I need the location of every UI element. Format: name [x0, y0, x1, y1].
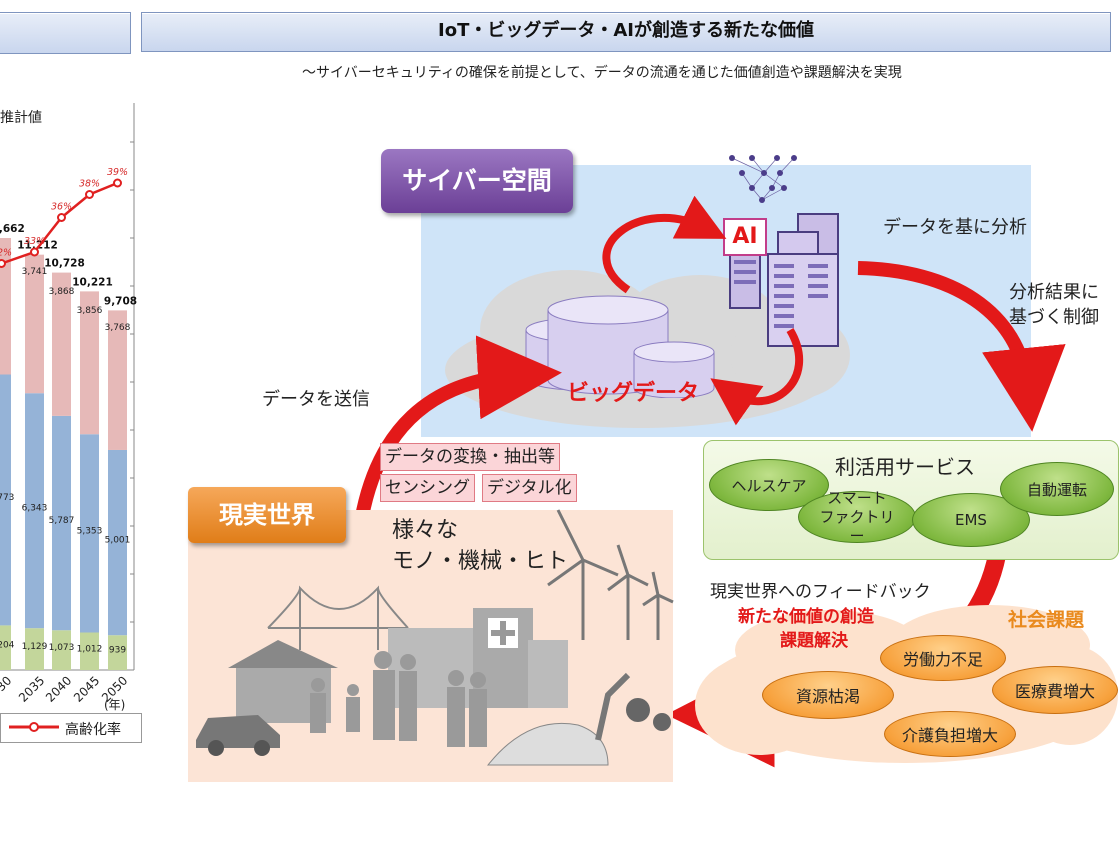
service-autonomous-driving: 自動運転: [1000, 462, 1114, 516]
bar-value-label: 5,353: [77, 526, 103, 536]
aging-rate-label: 33%: [24, 236, 45, 247]
bar-value-label: 3,741: [22, 267, 48, 277]
problem-solving-label: 課題解決: [780, 631, 848, 651]
database-icon: [525, 295, 715, 398]
bar-value-label: 1,073: [49, 643, 75, 653]
bar-value-label: 1,129: [22, 642, 48, 652]
issue-medical-costs: 医療費増大: [992, 666, 1118, 714]
bar-total-label: 11,212: [17, 240, 58, 252]
issue-nursing-burden: 介護負担増大: [884, 711, 1016, 757]
issue-resource-depletion: 資源枯渇: [762, 671, 894, 719]
bar-segment: [52, 630, 71, 670]
bar-segment: [80, 632, 99, 670]
things-label-1: 様々な: [392, 518, 459, 543]
page-subtitle: ～サイバーセキュリティの確保を前提として、データの流通を通じた価値創造や課題解決…: [302, 65, 902, 81]
control-label-1: 分析結果に: [1009, 282, 1099, 303]
aging-rate-label: 39%: [107, 167, 128, 178]
bar-total-label: 10,221: [72, 276, 113, 288]
aging-rate-point: [113, 178, 122, 188]
services-title: 利活用サービス: [835, 455, 975, 479]
aging-rate-label: 38%: [79, 179, 100, 190]
bar-value-label: 5,001: [105, 536, 131, 546]
chart-legend: 高齢化率: [0, 713, 142, 743]
tag-digitization: デジタル化: [482, 474, 577, 502]
legend-label-aging-rate: 高齢化率: [65, 722, 121, 738]
neural-network-icon: [729, 155, 797, 203]
chart-projection-label: 推計値: [0, 110, 42, 126]
bar-segment: [108, 310, 127, 450]
feedback-label: 現実世界へのフィードバック: [710, 582, 931, 602]
bar-value-label: 6,773: [0, 493, 14, 503]
bar-segment: [108, 635, 127, 670]
analysis-label: データを基に分析: [883, 217, 1027, 238]
bar-value-label: 1,204: [0, 641, 15, 651]
tag-sensing: センシング: [380, 474, 475, 502]
bar-segment: [25, 628, 44, 670]
bar-value-label: 3,768: [105, 323, 131, 333]
bar-value-label: 5,787: [49, 516, 75, 526]
bar-segment: [80, 291, 99, 435]
cyber-space-title: サイバー空間: [381, 149, 573, 213]
bar-value-label: 6,343: [22, 504, 48, 514]
big-data-label: ビッグデータ: [567, 381, 700, 406]
bar-value-label: 3,856: [77, 306, 103, 316]
aging-rate-point: [30, 247, 39, 257]
aging-rate-point: [85, 190, 94, 199]
bar-total-label: 11,662: [0, 223, 25, 235]
aging-rate-point: [57, 213, 66, 222]
aging-rate-point: [0, 259, 6, 268]
bar-segment: [0, 625, 11, 670]
bar-segment: [0, 374, 11, 626]
tag-data-conversion: データの変換・抽出等: [380, 443, 560, 471]
bar-segment: [52, 415, 71, 631]
left-header-bar: [0, 12, 131, 54]
value-creation-label: 新たな価値の創造: [738, 607, 874, 627]
bar-segment: [52, 272, 71, 416]
aging-rate-label: 36%: [51, 202, 72, 213]
bar-segment: [25, 393, 44, 629]
bar-segment: [108, 449, 127, 636]
bar-value-label: 3,868: [49, 287, 75, 297]
bar-segment: [0, 238, 11, 375]
issue-labor-shortage: 労働力不足: [880, 635, 1006, 681]
population-chart: 1,2046,77311,66220301,1296,3433,74111,21…: [0, 103, 137, 705]
bar-total-label: 10,728: [44, 258, 85, 270]
control-label-2: 基づく制御: [1009, 307, 1099, 328]
page-title: IoT・ビッグデータ・AIが創造する新たな価値: [141, 12, 1111, 52]
bar-segment: [80, 434, 99, 633]
service-smart-factory: スマート ファクトリー: [798, 489, 916, 545]
send-data-label: データを送信: [262, 389, 370, 410]
aging-rate-label: 32%: [0, 248, 12, 259]
service-healthcare: ヘルスケア: [709, 459, 829, 511]
bar-value-label: 939: [109, 646, 126, 656]
bar-value-label: 1,012: [77, 644, 103, 654]
bar-segment: [25, 254, 44, 394]
things-label-2: モノ・機械・ヒト: [392, 549, 569, 574]
chart-year-unit: (年): [104, 698, 126, 712]
city-illustration: [196, 509, 674, 766]
bar-total-label: 9,708: [104, 295, 137, 307]
social-issues-title: 社会課題: [1008, 609, 1085, 631]
real-world-title: 現実世界: [188, 487, 346, 543]
